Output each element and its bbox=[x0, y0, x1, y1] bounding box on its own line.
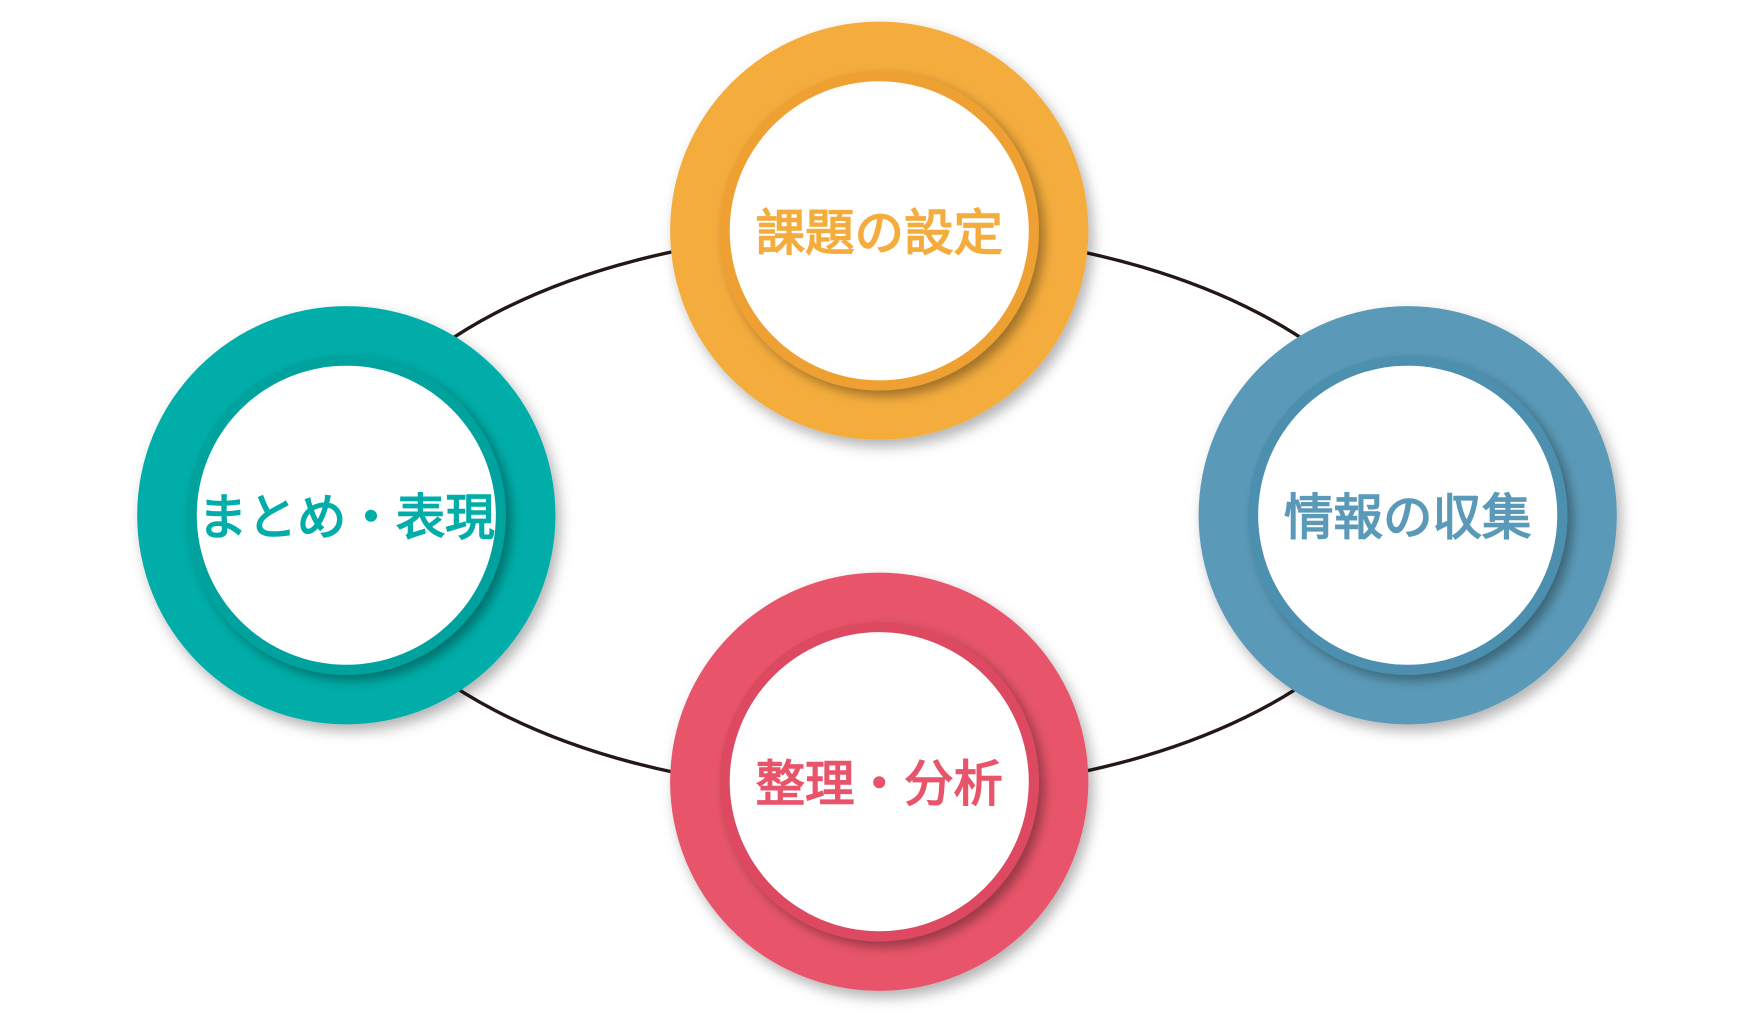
inner-circle bbox=[729, 81, 1029, 381]
node-label: 課題の設定 bbox=[756, 204, 1003, 262]
node-right: 情報の収集 bbox=[1198, 306, 1617, 725]
node-label: 整理・分析 bbox=[756, 755, 1003, 813]
node-label: 情報の収集 bbox=[1284, 488, 1532, 546]
inner-circle bbox=[1258, 365, 1558, 665]
node-bottom: 整理・分析 bbox=[670, 572, 1089, 991]
node-top: 課題の設定 bbox=[670, 21, 1089, 440]
node-left: まとめ・表現 bbox=[137, 306, 556, 725]
node-label: まとめ・表現 bbox=[198, 488, 495, 546]
inner-circle bbox=[729, 632, 1029, 932]
inner-circle bbox=[196, 365, 496, 665]
